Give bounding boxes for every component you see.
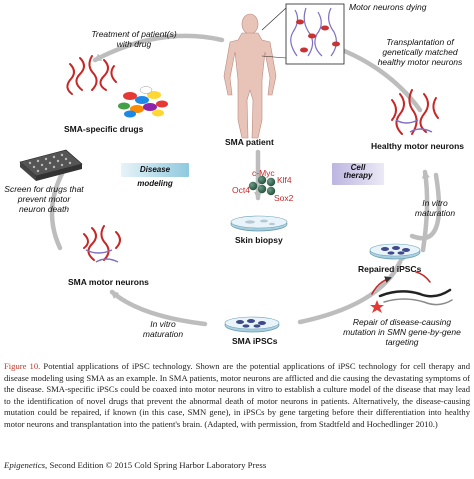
pills-pile (118, 86, 168, 118)
in-vitro-maturation-right: In vitro maturation (414, 198, 456, 218)
book-title: Epigenetics (4, 460, 46, 470)
motor-neurons-dying-label: Motor neurons dying (349, 2, 427, 12)
disease-modeling-label: Disease modeling (137, 165, 173, 188)
sma-patient-label: SMA patient (225, 137, 274, 147)
screening-plate (19, 149, 83, 181)
reprogramming-factors (248, 175, 276, 196)
treatment-label: Treatment of patient(s) with drug (91, 29, 177, 49)
figure-caption: Figure 10. Potential applications of iPS… (4, 361, 470, 431)
sma-ipsc-dish (224, 316, 280, 333)
sma-ipscs-label: SMA iPSCs (232, 336, 278, 346)
factor-klf4: Klf4 (277, 175, 292, 185)
patient-figure (223, 13, 277, 139)
cell-therapy-box: Cell therapy (332, 163, 384, 185)
caption-text: Potential applications of iPSC technolog… (4, 361, 471, 429)
drug-neuron-cluster (66, 55, 117, 95)
skin-biopsy-dish (230, 215, 288, 232)
figure-label: Figure 10. (4, 361, 41, 371)
healthy-neuron-cluster (391, 89, 439, 135)
sma-motor-neurons-label: SMA motor neurons (68, 277, 149, 287)
disease-modeling-box: Disease modeling (121, 163, 189, 188)
repaired-ipsc-dish (369, 243, 421, 260)
skin-biopsy-label: Skin biopsy (235, 235, 283, 245)
factor-oct4: Oct4 (232, 185, 250, 195)
repair-mutation-label: Repair of disease-causing mutation in SM… (343, 317, 461, 347)
in-vitro-maturation-left: In vitro maturation (142, 319, 184, 339)
healthy-neurons-label: Healthy motor neurons (371, 141, 465, 151)
factor-sox2: Sox2 (274, 193, 294, 203)
screen-drugs-label: Screen for drugs that prevent motor neur… (4, 184, 84, 214)
dying-neurons-panel (285, 3, 345, 65)
repaired-ipscs-label: Repaired iPSCs (358, 264, 422, 274)
diagram-graphics (19, 3, 453, 333)
gene-repair-illustration (370, 271, 453, 313)
factor-cmyc: c-Myc (252, 168, 275, 178)
cell-therapy-label: Cell therapy (343, 163, 373, 181)
sma-drugs-label: SMA-specific drugs (64, 124, 144, 134)
transplantation-label: Transplantation of genetically matched h… (377, 37, 463, 67)
sma-neuron-cluster (83, 225, 121, 263)
book-footer: Epigenetics, Second Edition © 2015 Cold … (4, 460, 470, 470)
footer-rest: , Second Edition © 2015 Cold Spring Harb… (45, 460, 267, 470)
zoom-lines (261, 7, 287, 59)
